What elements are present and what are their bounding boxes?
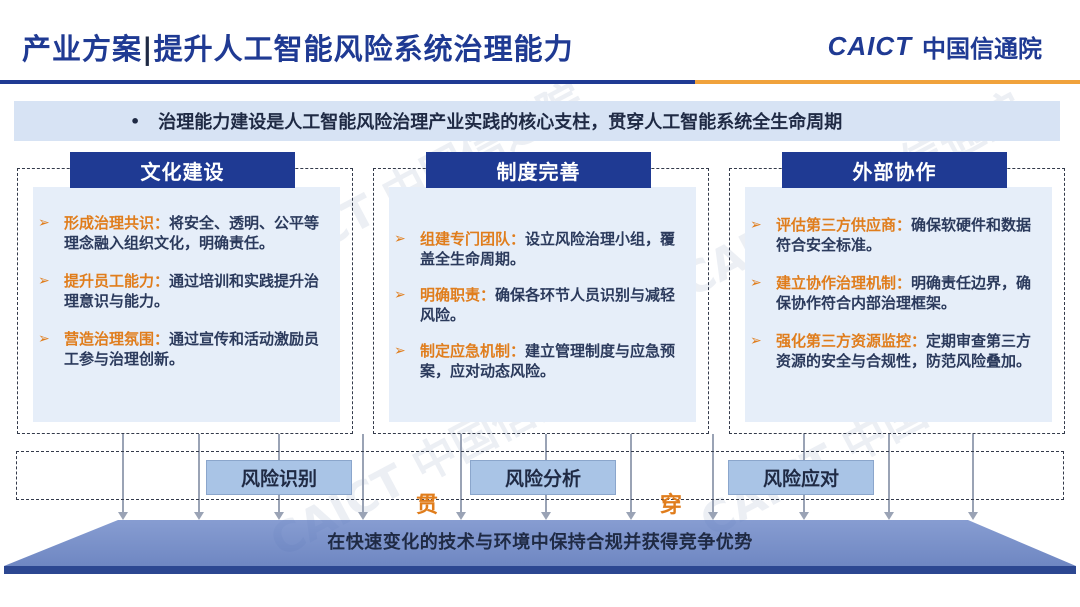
arrow-down-icon (456, 512, 466, 520)
connector-line (972, 434, 974, 514)
stage-risk-analysis: 风险分析 (470, 460, 616, 495)
platform-text: 在快速变化的技术与环境中保持合规并获得竞争优势 (327, 532, 753, 553)
item-key: 制定应急机制： (420, 342, 526, 360)
title-right: 提升人工智能风险系统治理能力 (153, 32, 574, 66)
arrow-down-icon (708, 512, 718, 520)
column-culture: 文化建设 ➢ 形成治理共识：将安全、透明、公平等理念融入组织文化，明确责任。 ➢ 提… (17, 152, 353, 434)
logo-en: CAICT (827, 31, 912, 61)
item-list: ➢ 组建专门团队：设立风险治理小组，覆盖全生命周期。 ➢ 明确职责：确保各环节人员识… (394, 229, 684, 395)
lifecycle-band (16, 451, 1064, 500)
header-rule-orange (695, 80, 1080, 84)
arrow-bullet-icon: ➢ (38, 215, 50, 231)
column-title: 文化建设 (70, 152, 295, 188)
connector-line (122, 434, 124, 514)
item-text: 通过培训和实践提升治理意识与能力。 (64, 272, 320, 310)
item-text: 建立管理制度与应急预案，应对动态风险。 (420, 342, 676, 380)
column-panel (33, 187, 340, 422)
header-rule-blue (0, 80, 695, 84)
arrow-down-icon (358, 512, 368, 520)
column-collaboration: 外部协作 ➢ 评估第三方供应商：确保软硬件和数据符合安全标准。 ➢ 建立协作治理机制… (729, 152, 1065, 434)
platform-base (4, 520, 1076, 574)
connector-line (198, 434, 200, 514)
item-text: 设立风险治理小组，覆盖全生命周期。 (420, 230, 676, 268)
banner-text: 治理能力建设是人工智能风险治理产业实践的核心支柱，贯穿人工智能系统全生命周期 (158, 112, 843, 133)
item-key: 提升员工能力： (64, 272, 170, 290)
arrow-down-icon (118, 512, 128, 520)
item-text: 通过宣传和活动激励员工参与治理创新。 (64, 330, 320, 368)
through-char-1: 贯 (416, 493, 439, 518)
connector-line (712, 434, 714, 514)
arrow-bullet-icon: ➢ (38, 273, 50, 289)
item-key: 组建专门团队： (420, 230, 526, 248)
connector-line (460, 434, 462, 514)
arrow-bullet-icon: ➢ (750, 217, 762, 233)
banner-bullet: • (130, 111, 141, 131)
arrow-bullet-icon: ➢ (394, 287, 406, 303)
list-item: ➢ 明确职责：确保各环节人员识别与减轻风险。 (394, 285, 684, 325)
item-text: 确保各环节人员识别与减轻风险。 (420, 286, 676, 324)
arrow-bullet-icon: ➢ (750, 275, 762, 291)
arrow-bullet-icon: ➢ (750, 333, 762, 349)
item-key: 强化第三方资源监控： (776, 332, 927, 350)
stage-risk-identification: 风险识别 (206, 460, 352, 495)
caict-logo: CAICT 中国信通院 (828, 29, 1042, 64)
arrow-down-icon (626, 512, 636, 520)
list-item: ➢ 强化第三方资源监控：定期审查第三方资源的安全与合规性，防范风险叠加。 (750, 331, 1040, 371)
item-text: 将安全、透明、公平等理念融入组织文化，明确责任。 (64, 214, 320, 252)
list-item: ➢ 评估第三方供应商：确保软硬件和数据符合安全标准。 (750, 215, 1040, 255)
arrow-down-icon (274, 512, 284, 520)
through-char-2: 穿 (660, 493, 683, 518)
list-item: ➢ 组建专门团队：设立风险治理小组，覆盖全生命周期。 (394, 229, 684, 269)
item-text: 定期审查第三方资源的安全与合规性，防范风险叠加。 (776, 332, 1032, 370)
list-item: ➢ 制定应急机制：建立管理制度与应急预案，应对动态风险。 (394, 341, 684, 381)
arrow-down-icon (799, 512, 809, 520)
title-left: 产业方案 (22, 32, 143, 66)
connector-line (362, 434, 364, 514)
item-text: 确保软硬件和数据符合安全标准。 (776, 216, 1032, 254)
connector-line (630, 434, 632, 514)
item-key: 建立协作治理机制： (776, 274, 912, 292)
column-panel (745, 187, 1052, 422)
arrow-down-icon (194, 512, 204, 520)
list-item: ➢ 建立协作治理机制：明确责任边界，确保协作符合内部治理框架。 (750, 273, 1040, 313)
item-key: 营造治理氛围： (64, 330, 170, 348)
item-key: 评估第三方供应商： (776, 216, 912, 234)
page-title: 产业方案|提升人工智能风险系统治理能力 (22, 26, 574, 68)
list-item: ➢ 提升员工能力：通过培训和实践提升治理意识与能力。 (38, 271, 328, 311)
connector-line (888, 434, 890, 514)
arrow-bullet-icon: ➢ (394, 343, 406, 359)
intro-banner: • 治理能力建设是人工智能风险治理产业实践的核心支柱，贯穿人工智能系统全生命周期 (14, 101, 1060, 141)
arrow-bullet-icon: ➢ (38, 331, 50, 347)
item-list: ➢ 形成治理共识：将安全、透明、公平等理念融入组织文化，明确责任。 ➢ 提升员工能力… (38, 213, 328, 383)
list-item: ➢ 营造治理氛围：通过宣传和活动激励员工参与治理创新。 (38, 329, 328, 369)
logo-cn: 中国信通院 (922, 35, 1042, 63)
arrow-down-icon (968, 512, 978, 520)
arrow-bullet-icon: ➢ (394, 231, 406, 247)
item-key: 形成治理共识： (64, 214, 170, 232)
column-system: 制度完善 ➢ 组建专门团队：设立风险治理小组，覆盖全生命周期。 ➢ 明确职责：确保各… (373, 152, 709, 434)
item-text: 明确责任边界，确保协作符合内部治理框架。 (776, 274, 1032, 312)
arrow-down-icon (541, 512, 551, 520)
stage-risk-response: 风险应对 (728, 460, 874, 495)
arrow-down-icon (884, 512, 894, 520)
list-item: ➢ 形成治理共识：将安全、透明、公平等理念融入组织文化，明确责任。 (38, 213, 328, 253)
column-panel (389, 187, 696, 422)
title-separator: | (142, 32, 154, 66)
column-title: 制度完善 (426, 152, 651, 188)
item-list: ➢ 评估第三方供应商：确保软硬件和数据符合安全标准。 ➢ 建立协作治理机制：明确责任… (750, 215, 1040, 385)
item-key: 明确职责： (420, 286, 496, 304)
column-title: 外部协作 (782, 152, 1007, 188)
